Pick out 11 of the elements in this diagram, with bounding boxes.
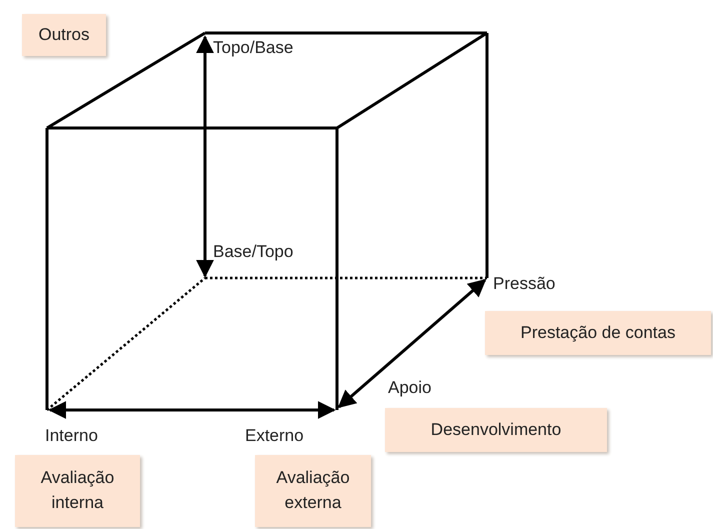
label-box: Outros [22,14,106,56]
label-box: Avaliação externa [255,455,371,527]
axis-label: Pressão [493,274,556,294]
label-box: Prestação de contas [485,311,711,355]
label-box: Desenvolvimento [385,408,607,452]
axis-label: Externo [245,426,304,446]
axis-label: Base/Topo [213,242,294,262]
label-box: Avaliação interna [15,455,140,527]
axis-label: Apoio [388,378,432,398]
axis-label: Topo/Base [213,38,294,58]
axis-label: Interno [45,426,98,446]
